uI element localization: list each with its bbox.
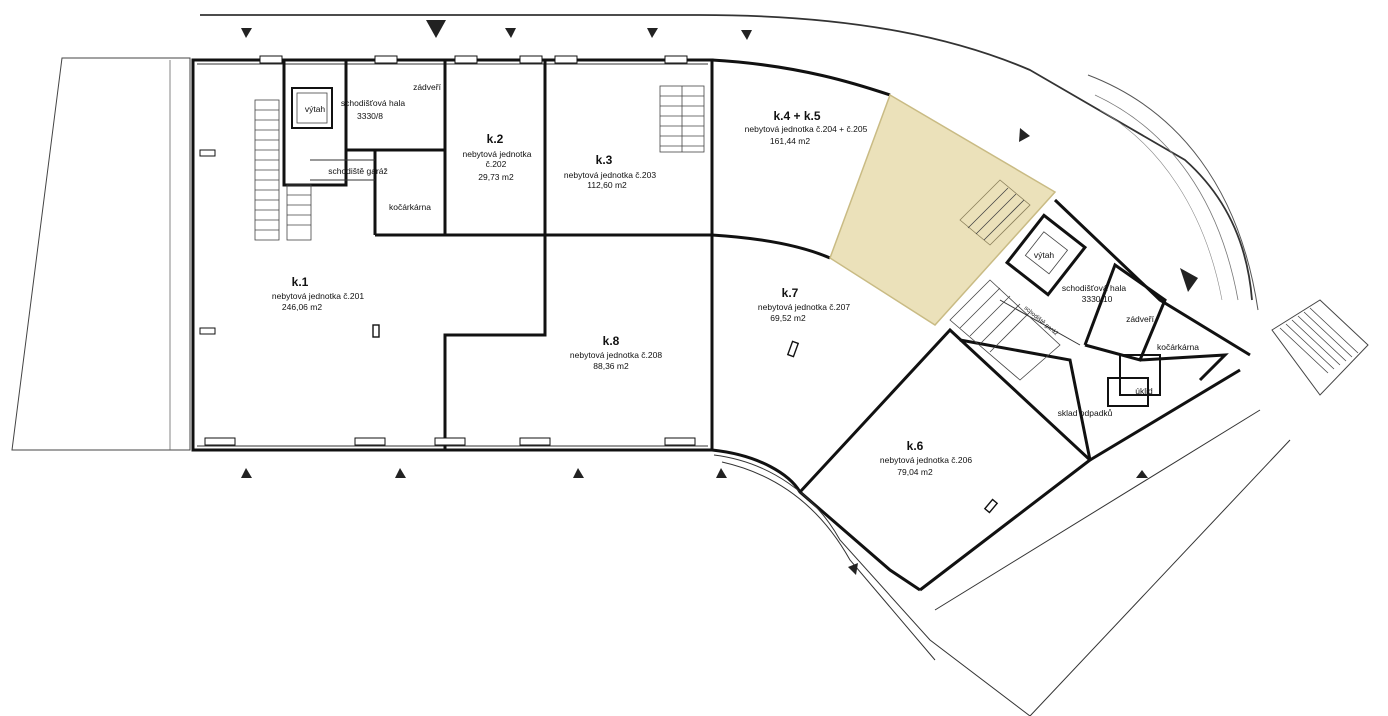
stair-hall-number: 3330/8 bbox=[357, 111, 383, 121]
road-curve-inner bbox=[1094, 94, 1239, 301]
waste-storage-label: sklad odpadků bbox=[1058, 408, 1113, 418]
room-name: k.1 bbox=[292, 275, 309, 289]
windows bbox=[199, 55, 696, 446]
stair-highlight bbox=[959, 179, 1031, 246]
stair-hall-label: schodišťová hala bbox=[1062, 283, 1126, 293]
elevator-label: výtah bbox=[305, 104, 326, 114]
room-area: 161,44 m2 bbox=[770, 136, 810, 146]
room-unit: nebytová jednotka č.204 + č.205 bbox=[745, 124, 868, 134]
room-area: 69,52 m2 bbox=[770, 313, 806, 323]
room-k7: k.7 nebytová jednotka č.207 69,52 m2 bbox=[758, 286, 850, 323]
sidewalk-edge-top bbox=[200, 14, 1253, 301]
core-left-labels: výtah schodišťová hala 3330/8 zádveří sc… bbox=[305, 82, 442, 212]
road-curve bbox=[1087, 74, 1259, 311]
room-area: 88,36 m2 bbox=[593, 361, 629, 371]
room-name: k.3 bbox=[596, 153, 613, 167]
cleaning-room-label: úklid bbox=[1135, 386, 1153, 396]
room-area: 112,60 m2 bbox=[587, 180, 627, 190]
room-name: k.7 bbox=[782, 286, 799, 300]
room-k8: k.8 nebytová jednotka č.208 88,36 m2 bbox=[570, 334, 662, 371]
room-area: 79,04 m2 bbox=[897, 467, 933, 477]
room-k6: k.6 nebytová jednotka č.206 79,04 m2 bbox=[880, 439, 972, 477]
elevator-label: výtah bbox=[1034, 250, 1055, 260]
road-curve-inner2 bbox=[1099, 109, 1223, 301]
highlighted-unit bbox=[829, 93, 1057, 326]
room-name: k.2 bbox=[487, 132, 504, 146]
stroller-room-label: kočárkárna bbox=[1157, 342, 1199, 352]
stroller-room-label: kočárkárna bbox=[389, 202, 431, 212]
building-walls-right bbox=[711, 58, 1291, 716]
room-k45: k.4 + k.5 nebytová jednotka č.204 + č.20… bbox=[745, 109, 868, 146]
vestibule-label: zádveří bbox=[413, 82, 442, 92]
room-unit: nebytová jednotka č.207 bbox=[758, 302, 850, 312]
room-unit-line1: nebytová jednotka bbox=[463, 149, 532, 159]
room-k3: k.3 nebytová jednotka č.203 112,60 m2 bbox=[564, 153, 656, 190]
room-k1: k.1 nebytová jednotka č.201 246,06 m2 bbox=[272, 275, 364, 312]
room-area: 29,73 m2 bbox=[478, 172, 514, 182]
stair-left bbox=[254, 99, 312, 241]
room-k2: k.2 nebytová jednotka č.202 29,73 m2 bbox=[463, 132, 532, 182]
stair-hall-label: schodišťová hala bbox=[341, 98, 405, 108]
room-unit: nebytová jednotka č.203 bbox=[564, 170, 656, 180]
entrance-arrows bbox=[241, 20, 1198, 575]
room-unit-line2: č.202 bbox=[486, 159, 507, 169]
left-terrace bbox=[11, 57, 191, 451]
building-walls-left bbox=[191, 58, 714, 452]
room-name: k.6 bbox=[907, 439, 924, 453]
stair-garage-label: schodiště garáž bbox=[1023, 305, 1059, 337]
room-unit: nebytová jednotka č.201 bbox=[272, 291, 364, 301]
vestibule-label: zádveří bbox=[1126, 314, 1155, 324]
exterior-stair bbox=[1271, 299, 1369, 396]
stair-k3 bbox=[659, 85, 705, 153]
room-name: k.8 bbox=[603, 334, 620, 348]
room-area: 246,06 m2 bbox=[282, 302, 322, 312]
stair-right bbox=[949, 279, 1061, 381]
room-unit: nebytová jednotka č.206 bbox=[880, 455, 972, 465]
room-unit: nebytová jednotka č.208 bbox=[570, 350, 662, 360]
room-name: k.4 + k.5 bbox=[773, 109, 820, 123]
stair-hall-number: 3330/10 bbox=[1082, 294, 1113, 304]
stair-garage-label: schodiště garáž bbox=[328, 166, 388, 176]
